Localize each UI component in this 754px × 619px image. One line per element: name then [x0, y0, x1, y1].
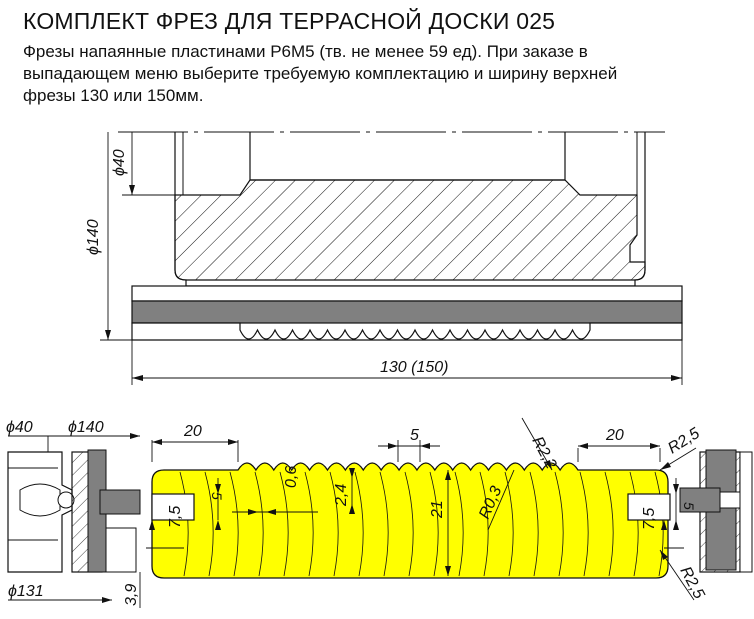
wood-grain-lines	[179, 471, 664, 577]
dim-7-5-right: 7,5	[641, 508, 658, 530]
description-line-1: Фрезы напаянные пластинами Р6М5 (тв. не …	[23, 42, 588, 61]
left-groove	[151, 493, 195, 521]
right-groove	[627, 493, 671, 521]
grain-line	[279, 471, 289, 577]
dim-5-left: 5	[209, 492, 225, 500]
grain-line	[179, 471, 189, 577]
dim-2-4: 2,4	[333, 484, 350, 507]
grain-line	[254, 471, 264, 577]
knife-band	[131, 300, 683, 324]
grain-line	[454, 471, 464, 577]
dim-top-width: 130 (150)	[380, 359, 449, 376]
dim-21: 21	[429, 500, 446, 519]
grain-line	[479, 471, 489, 577]
grain-line	[329, 471, 339, 577]
dim-top-d140: ϕ140	[85, 219, 102, 255]
grain-line	[379, 471, 389, 577]
dim-7-5-left: 7,5	[167, 506, 184, 528]
grain-line	[504, 471, 514, 577]
top-cutter-drawing: ϕ40 ϕ140 130 (150)	[85, 131, 683, 385]
left-cutter-section: ϕ40 ϕ140 ϕ131 3,9	[6, 419, 141, 608]
dim-20-right: 20	[605, 427, 624, 444]
description-line-2: выпадающем меню выберите требуемую компл…	[23, 64, 618, 83]
grain-line	[354, 471, 364, 577]
bore-recess	[249, 132, 566, 181]
description: Фрезы напаянные пластинами Р6М5 (тв. не …	[23, 41, 743, 107]
dim-5-right: 5	[681, 502, 697, 510]
grain-line	[629, 471, 639, 577]
hatched-section	[174, 179, 646, 281]
grain-line	[579, 471, 589, 577]
base-plate-top	[131, 285, 683, 302]
dim-5-top: 5	[410, 427, 419, 444]
page-title: КОМПЛЕКТ ФРЕЗ ДЛЯ ТЕРРАСНОЙ ДОСКИ 025	[23, 8, 556, 34]
grain-line	[554, 471, 564, 577]
grain-line	[404, 471, 414, 577]
grain-line	[304, 471, 314, 577]
board-outline	[151, 462, 669, 579]
dim-r2-5-top: R2,5	[665, 425, 703, 457]
dim-left-d131: ϕ131	[8, 583, 44, 600]
grain-line	[529, 471, 539, 577]
dim-20-left: 20	[183, 423, 202, 440]
grain-line	[429, 471, 439, 577]
dim-top-d40: ϕ40	[111, 149, 128, 176]
dim-left-d140: ϕ140	[68, 419, 104, 436]
dim-3-9: 3,9	[123, 584, 140, 606]
grain-line	[229, 471, 239, 577]
grain-line	[604, 471, 614, 577]
dim-0-6: 0,6	[283, 466, 300, 488]
board-profile	[151, 462, 671, 579]
right-cutter-section	[679, 449, 753, 573]
tooth-profile	[131, 322, 683, 341]
dim-left-d40: ϕ40	[6, 419, 33, 436]
grain-line	[204, 471, 214, 577]
description-line-3: фрезы 130 или 150мм.	[23, 86, 204, 105]
